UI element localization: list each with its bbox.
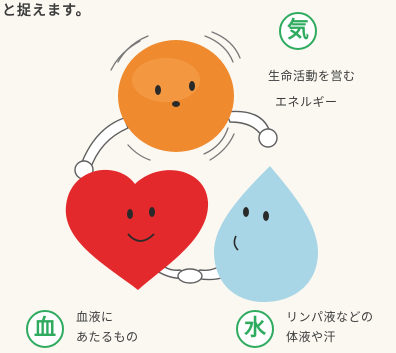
sui-caption-line2: 体液や汗 — [286, 330, 337, 344]
ki-caption-line1: 生命活動を営む — [268, 69, 356, 83]
ki-caption-line2: エネルギー — [275, 95, 338, 109]
ketsu-caption-line2: あたるもの — [76, 330, 139, 344]
ketsu-character — [65, 169, 209, 290]
sui-badge: 水 — [236, 310, 274, 348]
ketsu-badge: 血 — [26, 310, 64, 348]
ki-character — [118, 40, 234, 152]
motion-lines — [110, 31, 241, 161]
arms — [74, 110, 278, 284]
ketsu-caption-line1: 血液に — [76, 310, 114, 324]
sui-caption-line1: リンパ液などの — [286, 310, 374, 324]
ki-badge: 気 — [279, 12, 317, 50]
intro-text: と捉えます。 — [2, 3, 91, 19]
sui-character — [214, 166, 318, 302]
